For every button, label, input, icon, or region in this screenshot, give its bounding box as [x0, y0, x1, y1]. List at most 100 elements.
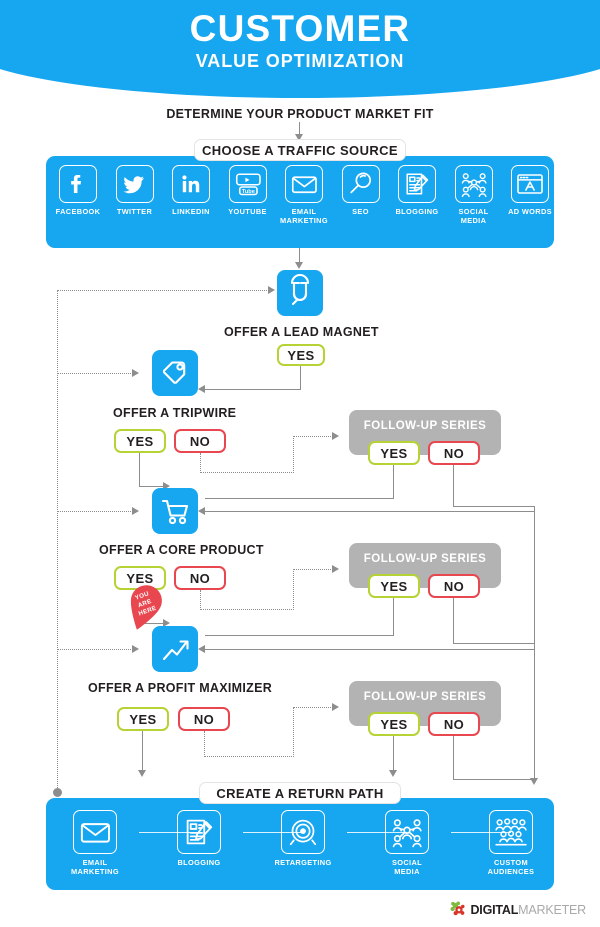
arrow-down-return-path-mid — [389, 770, 397, 777]
return-path-item-label: SOCIAL MEDIA — [391, 858, 423, 877]
traffic-source-item-label: LINKEDIN — [172, 207, 210, 216]
connector-traffic-to-magnet — [299, 248, 301, 264]
arrow-right-followup-2 — [332, 565, 339, 573]
people-network-icon — [385, 810, 429, 854]
twitter-icon — [115, 165, 154, 203]
connector-right-spine-to-profit — [205, 649, 535, 651]
connector-fus3-no-down — [453, 736, 455, 780]
return-path-link-line — [347, 832, 407, 834]
return-path-item-4[interactable]: SOCIAL MEDIA — [368, 810, 446, 876]
traffic-source-item-label: BLOGGING — [395, 207, 439, 216]
you-are-here-marker: YOU ARE HERE — [124, 583, 166, 633]
growth-chart-icon — [152, 626, 198, 672]
arrow-right-followup-1 — [332, 432, 339, 440]
follow-up-series-2-label: FOLLOW-UP SERIES — [363, 553, 487, 565]
connector-fus2-yes-to-profit — [205, 635, 394, 637]
traffic-source-item-9[interactable]: AD WORDS — [502, 165, 558, 216]
arrow-down-magnet — [295, 262, 303, 269]
connector-tripwire-yes-down — [139, 453, 141, 487]
arrow-left-tripwire — [198, 385, 205, 393]
dotted-tripwire-no-to-fus — [293, 436, 333, 437]
follow-up-series-1-label: FOLLOW-UP SERIES — [363, 420, 487, 432]
dotted-profit-no-down — [204, 731, 205, 757]
return-path-link-line — [243, 832, 303, 834]
traffic-source-item-7[interactable]: BLOGGING — [389, 165, 445, 216]
dotted-tripwire-no-right — [200, 472, 294, 473]
tripwire-yes-chip[interactable]: YES — [114, 429, 166, 453]
connector-tripwire-yes-right — [139, 486, 165, 488]
determine-market-fit-label: DETERMINE YOUR PRODUCT MARKET FIT — [166, 107, 434, 121]
dotted-core-no-right — [200, 609, 294, 610]
page-title: CUSTOMER — [189, 8, 411, 49]
lead-magnet-yes-chip[interactable]: YES — [277, 344, 325, 366]
arrow-down-traffic — [295, 134, 303, 141]
dotted-return-spine — [57, 290, 58, 792]
connector-right-spine-to-core — [205, 511, 535, 513]
connector-fus1-yes-to-core — [205, 498, 394, 500]
traffic-source-item-3[interactable]: LINKEDIN — [163, 165, 219, 216]
arrow-right-tripwire — [132, 369, 139, 377]
follow-up-3-yes-chip[interactable]: YES — [368, 712, 420, 736]
dotted-tripwire-no-down — [200, 453, 201, 473]
connector-fus1-yes-down — [393, 465, 395, 499]
facebook-icon — [59, 165, 97, 203]
return-path-item-5[interactable]: CUSTOM AUDIENCES — [472, 810, 550, 876]
people-network-icon — [454, 165, 493, 203]
follow-up-2-no-chip[interactable]: NO — [428, 574, 480, 598]
document-pencil-icon — [177, 810, 221, 854]
traffic-source-item-5[interactable]: EMAIL MARKETING — [276, 165, 332, 225]
connector-magnet-to-tripwire — [205, 389, 301, 391]
step-title-lead-magnet: OFFER A LEAD MAGNET — [224, 325, 379, 339]
core-product-no-chip[interactable]: NO — [174, 566, 226, 590]
svg-text:Tube: Tube — [241, 189, 254, 195]
traffic-source-item-label: SOCIAL MEDIA — [458, 207, 489, 226]
traffic-source-item-1[interactable]: FACEBOOK — [50, 165, 106, 216]
arrow-right-followup-3 — [332, 703, 339, 711]
dotted-profit-no-to-fus — [293, 707, 333, 708]
choose-traffic-source-label: CHOOSE A TRAFFIC SOURCE — [194, 139, 406, 161]
arrow-right-core-product — [132, 507, 139, 515]
follow-up-1-yes-chip[interactable]: YES — [368, 441, 420, 465]
follow-up-2-yes-chip[interactable]: YES — [368, 574, 420, 598]
return-path-item-2[interactable]: BLOGGING — [160, 810, 238, 867]
traffic-source-item-6[interactable]: SEO — [333, 165, 389, 216]
return-path-item-3[interactable]: RETARGETING — [264, 810, 342, 867]
return-path-item-label: BLOGGING — [177, 858, 221, 867]
dotted-core-no-up — [293, 569, 294, 610]
footer-brand-bold: DIGITAL — [470, 902, 519, 917]
arrow-right-lead-magnet — [268, 286, 275, 294]
connector-determine-to-traffic — [299, 122, 301, 136]
step-title-core-product: OFFER A CORE PRODUCT — [99, 543, 264, 557]
traffic-source-item-8[interactable]: SOCIAL MEDIA — [446, 165, 502, 225]
linkedin-icon — [172, 165, 210, 203]
magnet-icon — [277, 270, 323, 316]
dotted-core-no-to-fus — [293, 569, 333, 570]
browser-window-icon — [511, 165, 549, 203]
profit-maximizer-yes-chip[interactable]: YES — [117, 707, 169, 731]
follow-up-3-no-chip[interactable]: NO — [428, 712, 480, 736]
price-tag-icon — [152, 350, 198, 396]
connector-fus1-no-right — [453, 506, 535, 508]
return-path-item-1[interactable]: EMAIL MARKETING — [56, 810, 134, 876]
header-background — [0, 0, 600, 98]
tripwire-no-chip[interactable]: NO — [174, 429, 226, 453]
connector-fus3-no-right — [453, 779, 535, 781]
profit-maximizer-no-chip[interactable]: NO — [178, 707, 230, 731]
return-path-item-label: EMAIL MARKETING — [71, 858, 119, 877]
follow-up-1-no-chip[interactable]: NO — [428, 441, 480, 465]
envelope-icon — [285, 165, 323, 203]
dotted-tripwire-no-up — [293, 436, 294, 473]
return-path-item-label: RETARGETING — [274, 858, 332, 867]
connector-fus1-no-down — [453, 465, 455, 507]
document-pencil-icon — [398, 165, 436, 203]
dotted-spine-anchor — [53, 788, 62, 797]
arrow-down-return-path-left — [138, 770, 146, 777]
arrow-left-profit-maximizer — [198, 645, 205, 653]
arrow-right-profit-maximizer — [132, 645, 139, 653]
magnifier-icon — [341, 165, 380, 203]
dotted-branch-profit-maximizer — [57, 649, 133, 650]
dotted-branch-lead-magnet — [57, 290, 269, 291]
dotted-core-no-down — [200, 590, 201, 610]
traffic-source-item-2[interactable]: TWITTER — [107, 165, 163, 216]
